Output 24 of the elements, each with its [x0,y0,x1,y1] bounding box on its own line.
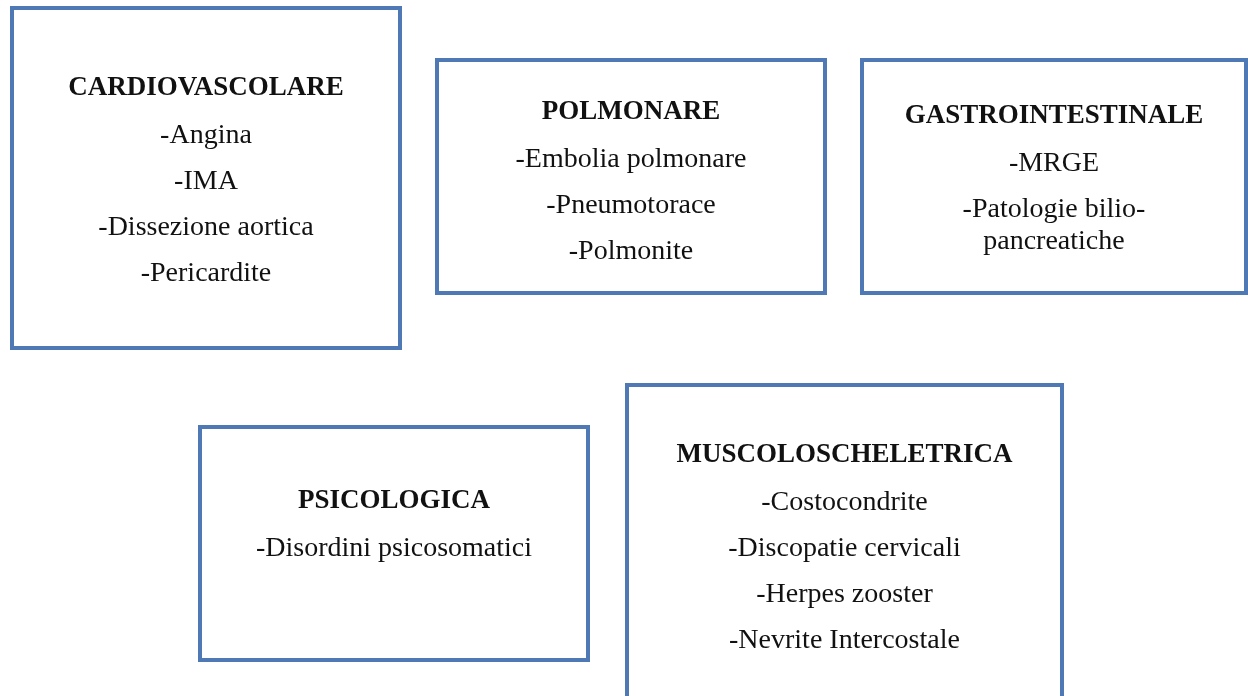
condition-item: -Pneumotorace [546,188,716,220]
condition-item: -Discopatie cervicali [728,531,961,563]
condition-item: -Embolia polmonare [515,142,747,174]
condition-item: -Dissezione aortica [98,210,314,242]
category-box [198,425,590,662]
category-heading: PSICOLOGICA [297,483,490,515]
condition-item: -IMA [174,164,238,196]
category-box [435,58,827,295]
condition-item: -Herpes zooster [756,577,933,609]
condition-item: -Pericardite [140,256,272,288]
category-heading: GASTROINTESTINALE [904,98,1204,130]
category-heading: MUSCOLOSCHELETRICA [676,437,1013,469]
condition-item: -Nevrite Intercostale [729,623,960,655]
category-heading: POLMONARE [541,94,721,126]
category-box [860,58,1248,295]
condition-item: -MRGE [1008,146,1100,178]
condition-item: -Angina [160,118,252,150]
category-heading: CARDIOVASCOLARE [68,70,344,102]
condition-item: -Disordini psicosomatici [255,531,533,563]
category-box [10,6,402,350]
condition-item: -Patologie bilio- pancreatiche [961,192,1147,256]
category-box [625,383,1064,696]
condition-item: -Polmonite [568,234,694,266]
condition-item: -Costocondrite [761,485,928,517]
